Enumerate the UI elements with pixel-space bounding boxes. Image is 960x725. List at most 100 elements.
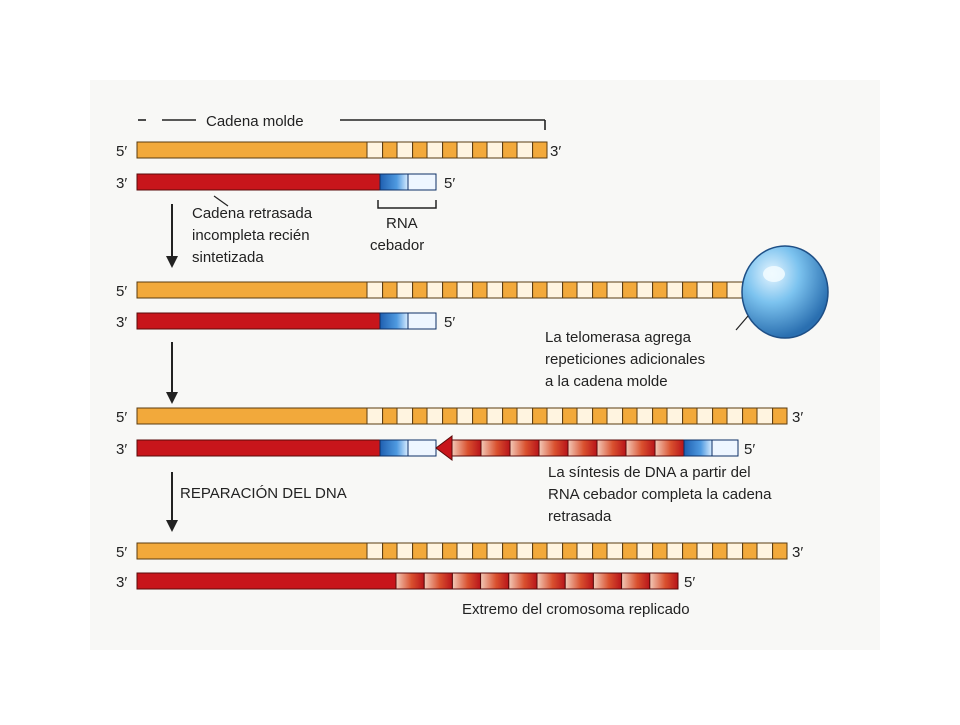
template-repeat-light	[546, 407, 564, 425]
template-strand-body	[136, 281, 368, 299]
end-label-5: 5′	[444, 175, 455, 192]
template-repeat-dark	[442, 281, 458, 299]
figure-panel	[90, 80, 880, 650]
template-repeat-light	[516, 281, 534, 299]
template-repeat-dark	[622, 542, 638, 560]
repaired-dna-segment	[423, 572, 453, 590]
template-repeat-light	[606, 281, 624, 299]
template-strand-body	[136, 141, 368, 159]
template-repeat-light	[396, 407, 414, 425]
repaired-dna-segment	[480, 572, 510, 590]
template-repeat-light	[426, 141, 444, 159]
template-repeat-light	[696, 542, 714, 560]
template-repeat-light	[576, 407, 594, 425]
template-repeat-dark	[502, 141, 518, 159]
lagging-strand-body	[136, 173, 381, 191]
template-repeat-light	[636, 542, 654, 560]
telomerase-note-line1: La telomerasa agrega	[545, 329, 692, 346]
template-repeat-light	[576, 542, 594, 560]
template-repeat-dark	[532, 141, 548, 159]
template-repeat-dark	[532, 281, 548, 299]
template-repeat-light	[636, 407, 654, 425]
template-repeat-dark	[472, 281, 488, 299]
template-repeat-light	[546, 281, 564, 299]
lagging-label-line3: sintetizada	[192, 249, 264, 266]
template-repeat-dark	[562, 281, 578, 299]
template-repeat-light	[396, 141, 414, 159]
end-label-5: 5′	[116, 283, 127, 300]
synthesis-note-line2: RNA cebador completa la cadena	[548, 486, 772, 503]
template-repeat-light	[456, 407, 474, 425]
template-repeat-light	[756, 407, 774, 425]
new-dna-segment	[480, 439, 511, 457]
annotations: Cadena retrasada incompleta recién sinte…	[180, 195, 772, 618]
lagging-label-line1: Cadena retrasada	[192, 205, 313, 222]
rna-primer-segment	[379, 312, 409, 330]
template-repeat-dark	[442, 542, 458, 560]
template-repeat-dark	[742, 407, 758, 425]
end-label-5: 5′	[684, 574, 695, 591]
template-repeat-dark	[622, 407, 638, 425]
step-arrow-3	[166, 472, 178, 532]
template-repeat-light	[396, 281, 414, 299]
template-repeat-dark	[382, 542, 398, 560]
lagging-strand-body	[136, 439, 381, 457]
template-repeat-light	[606, 542, 624, 560]
template-repeat-light	[666, 407, 684, 425]
template-repeat-light	[456, 141, 474, 159]
rna-primer-segment	[407, 439, 437, 457]
lagging-strand-body	[136, 312, 381, 330]
step-arrow-2	[166, 342, 178, 404]
template-repeat-dark	[532, 407, 548, 425]
new-dna-segment	[625, 439, 656, 457]
template-repeat-dark	[442, 407, 458, 425]
end-label-3: 3′	[116, 441, 127, 458]
template-repeat-light	[366, 542, 384, 560]
template-repeat-dark	[622, 281, 638, 299]
lagging-leader-line	[213, 195, 229, 207]
new-dna-segment	[509, 439, 540, 457]
end-label-3: 3′	[116, 314, 127, 331]
template-repeat-dark	[682, 281, 698, 299]
template-repeat-light	[726, 542, 744, 560]
telomerase-note-line3: a la cadena molde	[545, 373, 668, 390]
template-strand-body	[136, 542, 368, 560]
rna-primer-label-line2: cebador	[370, 237, 424, 254]
new-dna-segment	[596, 439, 627, 457]
end-label-5: 5′	[116, 143, 127, 160]
template-repeat-light	[516, 407, 534, 425]
repaired-dna-segment	[508, 572, 538, 590]
template-repeat-light	[636, 281, 654, 299]
template-repeat-dark	[592, 542, 608, 560]
lagging-label-line2: incompleta recién	[192, 227, 310, 244]
end-label-3: 3′	[116, 574, 127, 591]
template-repeat-light	[366, 407, 384, 425]
template-repeat-dark	[472, 407, 488, 425]
rna-primer-segment	[379, 439, 409, 457]
template-strand-label: Cadena molde	[206, 113, 304, 130]
telomerase-leader-line	[735, 315, 749, 331]
chromosome-end-label: Extremo del cromosoma replicado	[462, 601, 690, 618]
template-repeat-light	[546, 542, 564, 560]
rna-primer-label-line1: RNA	[386, 215, 418, 232]
template-repeat-dark	[772, 542, 788, 560]
repaired-dna-segment	[592, 572, 623, 590]
repaired-dna-segment	[536, 572, 566, 590]
template-repeat-dark	[562, 407, 578, 425]
new-dna-segment	[567, 439, 598, 457]
template-repeat-dark	[412, 141, 428, 159]
template-repeat-dark	[652, 281, 668, 299]
template-repeat-dark	[682, 407, 698, 425]
repaired-dna-segment	[451, 572, 482, 590]
template-repeat-dark	[652, 542, 668, 560]
template-repeat-dark	[532, 542, 548, 560]
end-label-5: 5′	[116, 544, 127, 561]
repaired-dna-segment	[621, 572, 651, 590]
dna-repair-label: REPARACIÓN DEL DNA	[180, 485, 347, 502]
template-repeat-dark	[412, 281, 428, 299]
template-repeat-dark	[502, 542, 518, 560]
template-repeat-light	[666, 542, 684, 560]
end-label-3: 3′	[550, 143, 561, 160]
template-repeat-light	[726, 407, 744, 425]
